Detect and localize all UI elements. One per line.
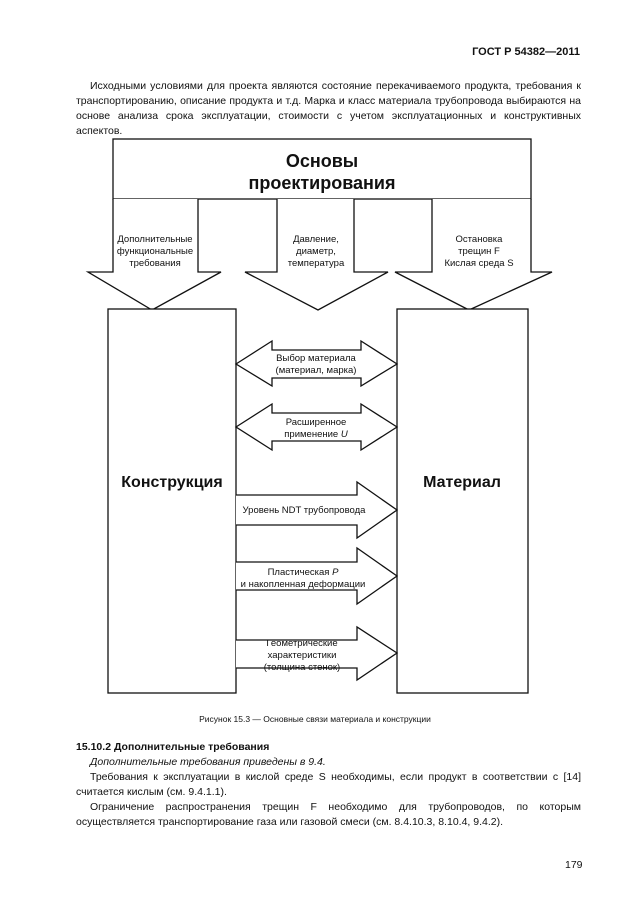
link-material-choice-line1: Выбор материала	[276, 353, 356, 364]
construction-label: Конструкция	[121, 474, 222, 491]
link-geometry-line2: характеристики	[268, 650, 337, 661]
link-material-choice-line2: (материал, марка)	[276, 365, 357, 376]
section-paragraph-1: Дополнительные требования приведены в 9.…	[90, 756, 326, 768]
link-extended-use-line2: применение U	[284, 429, 348, 440]
link-plastic-line1: Пластическая P	[268, 567, 339, 578]
document-id: ГОСТ Р 54382—2011	[472, 46, 580, 58]
link-plastic-line2: и накопленная деформации	[241, 579, 366, 590]
arrow-middle-line1: Давление,	[293, 234, 339, 245]
link-arrow-plastic-deformation	[236, 546, 399, 606]
top-box-line2: проектирования	[248, 173, 395, 193]
intro-paragraph: Исходными условиями для проекта являются…	[76, 80, 581, 137]
arrow-left-line3: требования	[129, 258, 180, 269]
link-geometry-line3: (толщина стенок)	[264, 662, 340, 673]
material-box	[396, 308, 529, 694]
link-arrow-geometry	[236, 625, 399, 682]
page-number: 179	[565, 859, 583, 871]
link-arrow-ndt	[236, 480, 399, 540]
arrow-left-line2: функциональные	[117, 246, 193, 257]
link-arrow-material-choice	[234, 339, 399, 388]
arrow-right-line3: Кислая среда S	[444, 258, 513, 269]
link-extended-use-line1: Расширенное	[286, 417, 347, 428]
down-arrow-middle	[244, 199, 389, 311]
construction-box	[107, 308, 237, 694]
arrow-middle-line3: температура	[288, 258, 345, 269]
link-geometry-line1: Геометрические	[266, 638, 337, 649]
figure-caption: Рисунок 15.3 — Основные связи материала …	[199, 714, 431, 724]
arrow-middle-line2: диаметр,	[296, 246, 336, 257]
section-paragraph-3: Ограничение распространения трещин F нео…	[76, 801, 581, 828]
link-ndt-line1: Уровень NDT трубопровода	[243, 505, 367, 516]
section-paragraph-2: Требования к эксплуатации в кислой среде…	[76, 771, 581, 798]
section-heading: 15.10.2 Дополнительные требования	[76, 741, 270, 753]
material-label: Материал	[423, 474, 501, 491]
arrow-right-line1: Остановка	[456, 234, 504, 245]
top-box-line1: Основы	[286, 151, 358, 171]
arrow-left-line1: Дополнительные	[117, 234, 192, 245]
arrow-right-line2: трещин F	[458, 246, 500, 257]
link-arrow-extended-use	[234, 402, 399, 452]
